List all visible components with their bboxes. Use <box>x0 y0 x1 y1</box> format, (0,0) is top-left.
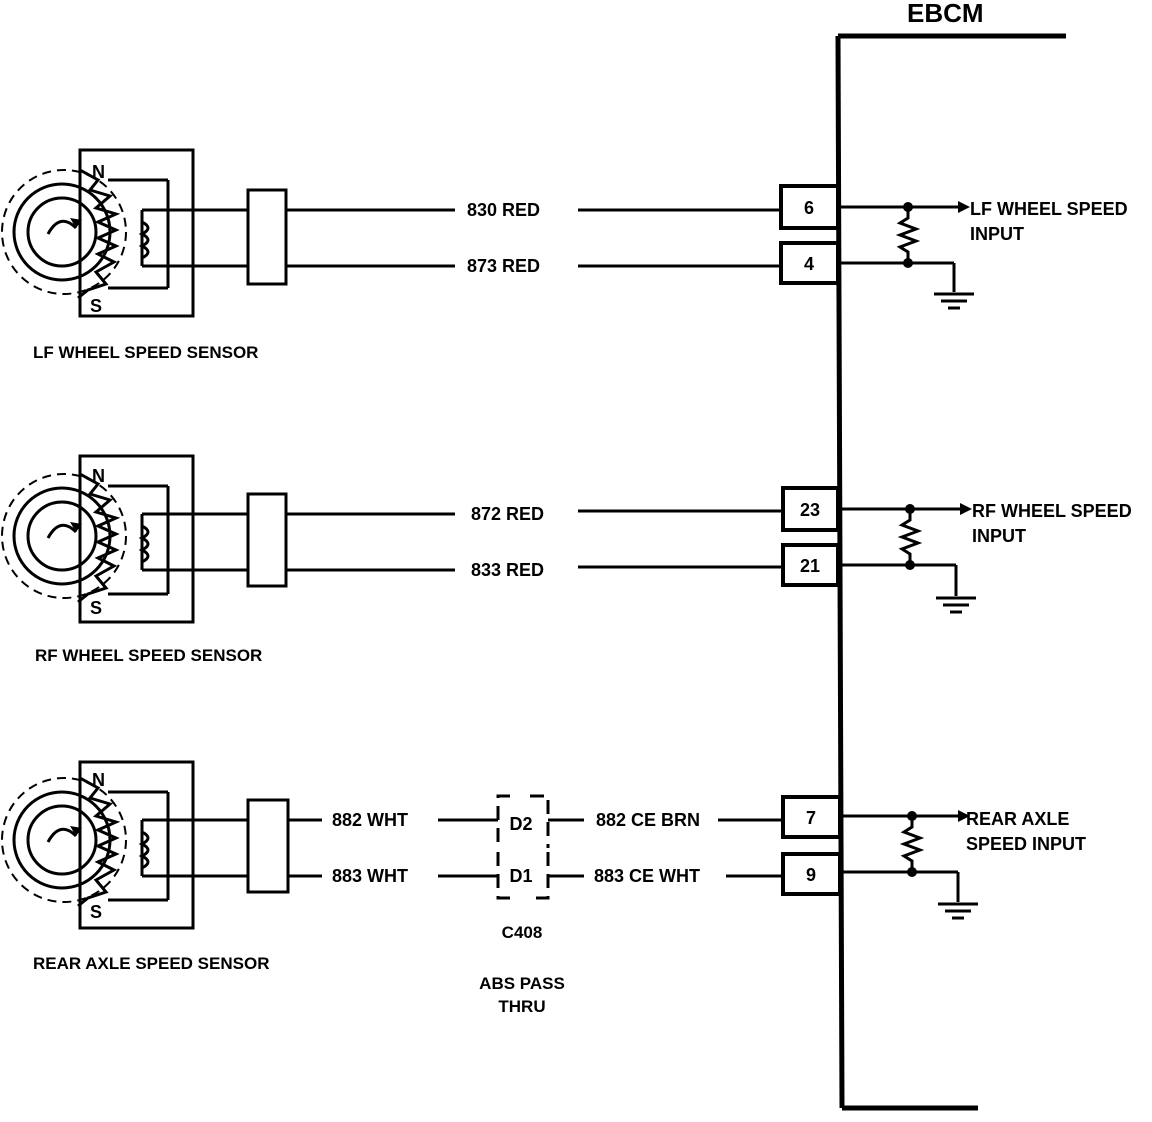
ebcm-pin-23 <box>781 486 840 532</box>
resistor-icon <box>895 207 921 263</box>
tone-ring-outline <box>1 169 127 295</box>
sensor-housing <box>78 148 195 318</box>
wire-label-873: 873 RED <box>467 256 540 276</box>
input-label-line1: LF WHEEL SPEED <box>970 199 1128 219</box>
sensor-housing <box>78 454 195 624</box>
lf-speed-sensor: N S <box>1 148 248 318</box>
connector-pin-d2: D2 <box>509 814 532 834</box>
wire-label-882: 882 WHT <box>332 810 408 830</box>
c408-connector: D2 D1 C408 ABS PASS THRU <box>479 794 565 1016</box>
resistor-icon <box>899 816 925 872</box>
pole-s-label: S <box>90 598 102 618</box>
ebcm-pin-6 <box>779 184 840 230</box>
ground-icon <box>938 902 978 920</box>
tone-ring <box>12 486 112 586</box>
tone-wheel <box>26 500 98 572</box>
wire-label-872: 872 RED <box>471 504 544 524</box>
pole-n-label: N <box>92 770 105 790</box>
pin-label-9: 9 <box>806 865 816 885</box>
tone-ring-outline <box>1 473 127 599</box>
tone-wheel <box>26 804 98 876</box>
pole-s-label: S <box>90 296 102 316</box>
coil-icon <box>138 524 150 564</box>
lf-sensor-circuit: N S 830 RED 873 RED 6 4 LF WHEEL SPEED I… <box>1 148 1128 362</box>
pin-label-6: 6 <box>804 198 814 218</box>
pin-label-21: 21 <box>800 556 820 576</box>
rf-sensor-circuit: N S 872 RED 833 RED 23 21 RF WHEEL SPEED… <box>1 454 1132 665</box>
connector-name: C408 <box>502 923 543 942</box>
sensor-connector <box>246 798 290 894</box>
wire-label-833: 833 RED <box>471 560 544 580</box>
sensor-housing <box>78 760 195 930</box>
sensor-label: REAR AXLE SPEED SENSOR <box>33 954 269 973</box>
coil-icon <box>138 830 150 870</box>
pin-label-4: 4 <box>804 254 814 274</box>
rear-axle-sensor-circuit: N S 882 WHT 883 WHT D2 D1 C408 ABS PASS … <box>1 760 1086 1016</box>
input-label-line2: INPUT <box>972 526 1026 546</box>
connector-caption-line1: ABS PASS <box>479 974 565 993</box>
input-label-line2: INPUT <box>970 224 1024 244</box>
pole-n-label: N <box>92 466 105 486</box>
rear-axle-speed-sensor: N S <box>1 760 248 930</box>
sensor-connector <box>246 188 288 286</box>
pin-label-7: 7 <box>806 808 816 828</box>
ground-icon <box>934 292 974 310</box>
ebcm-title: EBCM <box>907 0 984 28</box>
signal-arrow-icon <box>960 503 972 515</box>
rotation-arrow-icon <box>46 523 78 539</box>
pole-n-label: N <box>92 162 105 182</box>
pole-teeth <box>77 776 121 908</box>
resistor-icon <box>897 509 923 565</box>
pole-s-label: S <box>90 902 102 922</box>
ebcm-pin-9 <box>781 852 842 896</box>
connector-pin-d1: D1 <box>509 866 532 886</box>
input-label-line1: REAR AXLE <box>966 809 1069 829</box>
wire-label-883-ce: 883 CE WHT <box>594 866 700 886</box>
tone-ring <box>12 790 112 890</box>
sensor-connector <box>246 492 288 588</box>
sensor-label: LF WHEEL SPEED SENSOR <box>33 343 258 362</box>
rf-speed-sensor: N S <box>1 454 248 624</box>
pole-teeth <box>77 168 121 300</box>
rotation-arrow-icon <box>46 219 78 235</box>
ebcm-module: EBCM <box>835 0 1066 1111</box>
connector-caption-line2: THRU <box>498 997 545 1016</box>
tone-wheel <box>26 196 98 268</box>
wire-label-882-ce: 882 CE BRN <box>596 810 700 830</box>
tone-ring-outline <box>1 777 127 903</box>
input-label-line1: RF WHEEL SPEED <box>972 501 1132 521</box>
ground-icon <box>936 596 976 614</box>
pole-teeth <box>77 472 121 604</box>
rotation-arrow-icon <box>46 827 78 843</box>
signal-arrow-icon <box>958 201 970 213</box>
pin-label-23: 23 <box>800 500 820 520</box>
input-label-line2: SPEED INPUT <box>966 834 1086 854</box>
tone-ring <box>12 182 112 282</box>
wire-label-830: 830 RED <box>467 200 540 220</box>
sensor-label: RF WHEEL SPEED SENSOR <box>35 646 262 665</box>
wire-label-883: 883 WHT <box>332 866 408 886</box>
coil-icon <box>138 220 150 260</box>
signal-arrow-icon <box>958 810 970 822</box>
